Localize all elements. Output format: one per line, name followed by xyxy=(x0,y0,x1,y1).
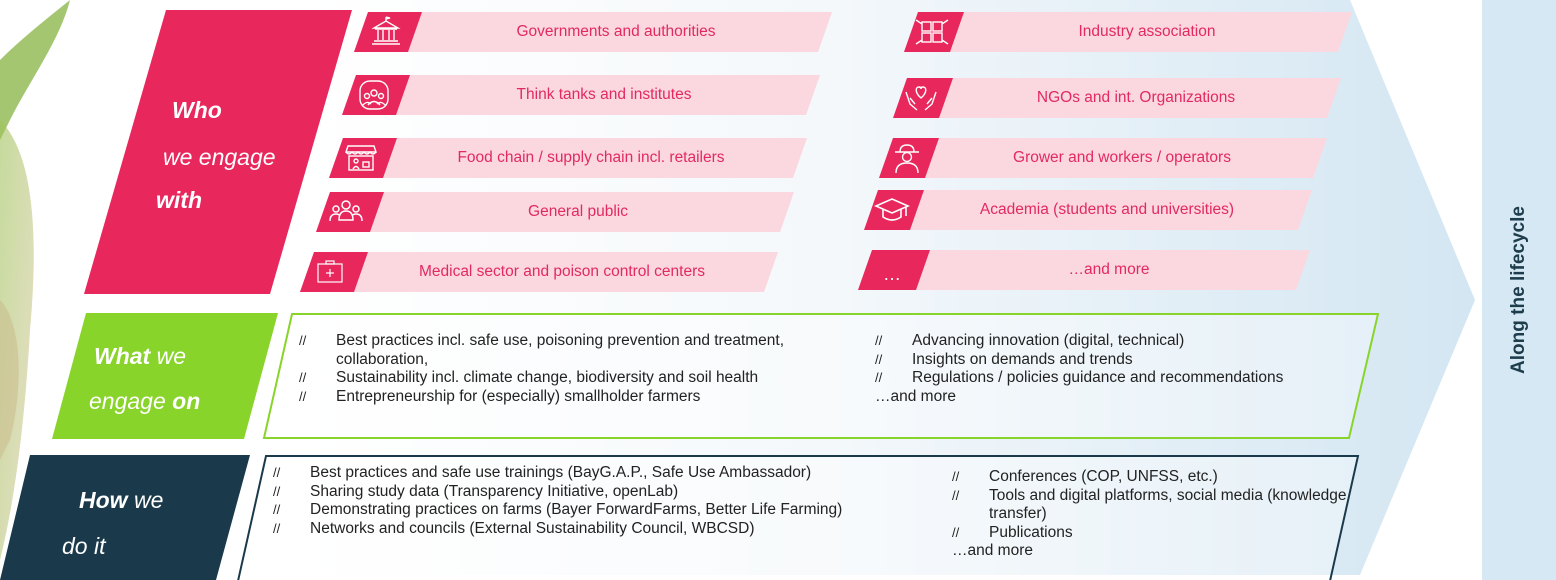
heart-hands-icon xyxy=(905,86,937,111)
who-item-label: General public xyxy=(528,203,628,220)
what-section-box xyxy=(52,313,278,439)
who-item-industry-association: Industry association xyxy=(904,12,1352,52)
puzzle-hands-icon xyxy=(915,19,949,45)
who-item-governments: Governments and authorities xyxy=(354,12,832,52)
what-label-line1: What we xyxy=(94,343,187,369)
what-content-frame xyxy=(262,313,1380,439)
farmer-icon xyxy=(895,144,919,174)
lifecycle-label: Along the lifecycle xyxy=(1508,206,1529,374)
who-item-label: Industry association xyxy=(1078,23,1216,40)
what-label-line2: engage on xyxy=(89,388,201,414)
group-thinking-icon xyxy=(359,80,389,110)
who-item-academia: Academia (students and universities) xyxy=(864,190,1312,230)
who-item-and-more: … …and more xyxy=(858,250,1310,290)
people-group-icon xyxy=(329,200,363,222)
how-label-line1: How we xyxy=(79,487,164,513)
list-item: //Entrepreneurship for (especially) smal… xyxy=(299,387,701,405)
what-left-list: //Best practices incl. safe use, poisoni… xyxy=(299,332,849,406)
who-item-think-tanks: Think tanks and institutes xyxy=(342,75,820,115)
list-item: //Conferences (COP, UNFSS, etc.) xyxy=(952,468,1218,485)
who-item-label: Food chain / supply chain incl. retailer… xyxy=(457,149,725,166)
graduation-cap-icon xyxy=(874,198,910,221)
list-item: //Demonstrating practices on farms (Baye… xyxy=(273,501,843,519)
who-label-line1: Who xyxy=(172,97,222,123)
who-item-label: Medical sector and poison control center… xyxy=(418,263,706,280)
who-item-food-chain: Food chain / supply chain incl. retailer… xyxy=(329,138,807,178)
list-item: //Publications xyxy=(952,523,1073,541)
who-item-label: …and more xyxy=(1068,261,1150,278)
who-item-general-public: General public xyxy=(316,192,794,232)
list-item: //Best practices incl. safe use, poisoni… xyxy=(299,332,785,368)
who-item-ngos: NGOs and int. Organizations xyxy=(893,78,1341,118)
how-label-line2: do it xyxy=(62,533,106,559)
what-right-list: //Advancing innovation (digital, technic… xyxy=(875,332,1375,406)
list-item: //Tools and digital platforms, social me… xyxy=(952,486,1347,523)
how-right-list: //Conferences (COP, UNFSS, etc.) //Tools… xyxy=(952,468,1347,561)
who-label-line3: with xyxy=(156,187,202,213)
how-left-list: //Best practices and safe use trainings … xyxy=(273,464,933,538)
list-item: //Regulations / policies guidance and re… xyxy=(875,369,1284,387)
and-more-text: …and more xyxy=(875,387,956,405)
background-plant-image xyxy=(0,0,70,560)
list-item: //Best practices and safe use trainings … xyxy=(273,464,812,481)
list-item: //Insights on demands and trends xyxy=(875,350,1133,368)
how-content-frame xyxy=(237,455,1360,580)
who-label-line2: we engage xyxy=(163,144,276,170)
list-item: //Advancing innovation (digital, technic… xyxy=(875,332,1185,349)
list-item: //Sustainability incl. climate change, b… xyxy=(299,369,759,387)
and-more-text: …and more xyxy=(952,542,1033,560)
who-item-label: Grower and workers / operators xyxy=(1013,149,1231,166)
who-item-growers: Grower and workers / operators xyxy=(879,138,1327,178)
who-label: Who xyxy=(172,97,222,124)
list-item: //Networks and councils (External Sustai… xyxy=(273,519,755,537)
who-item-label: Think tanks and institutes xyxy=(516,86,692,103)
who-section-box xyxy=(84,10,352,294)
ellipsis-icon: … xyxy=(883,264,901,284)
who-item-label: Governments and authorities xyxy=(516,23,716,40)
who-item-label: Academia (students and universities) xyxy=(979,201,1235,218)
how-section-box xyxy=(0,455,250,580)
medical-kit-icon xyxy=(317,260,343,283)
who-item-label: NGOs and int. Organizations xyxy=(1036,89,1236,106)
who-item-medical: Medical sector and poison control center… xyxy=(300,252,778,292)
government-building-icon xyxy=(371,16,401,45)
lifecycle-side-bar: Along the lifecycle xyxy=(1482,0,1556,580)
list-item: //Sharing study data (Transparency Initi… xyxy=(273,482,679,500)
market-stall-icon xyxy=(345,145,377,171)
